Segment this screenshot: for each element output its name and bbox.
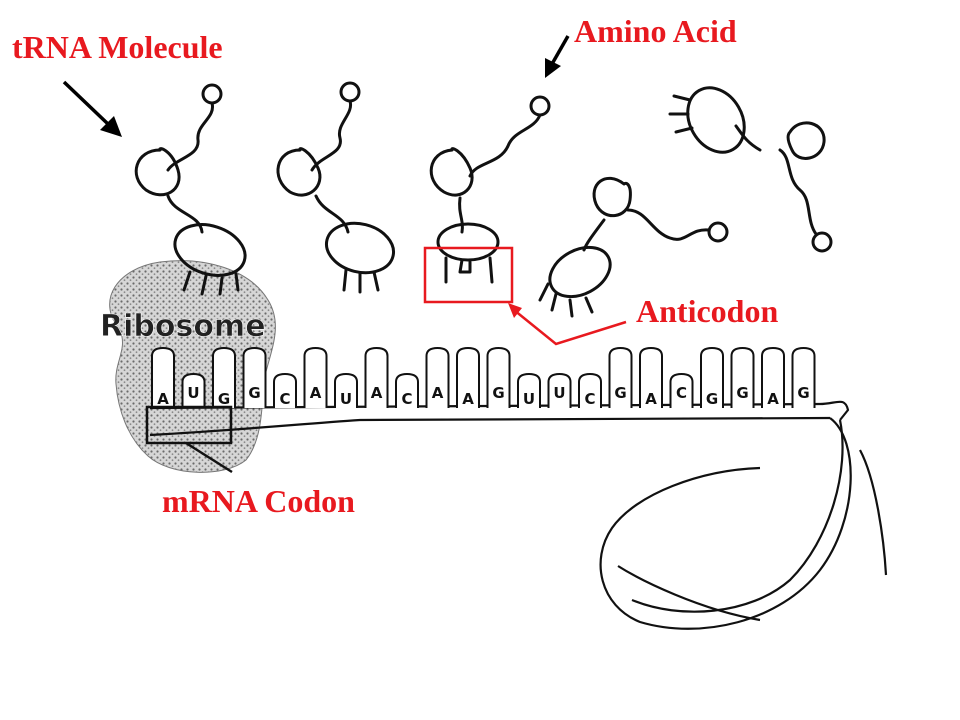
mrna-base-tooth: [700, 346, 724, 408]
mrna-base-tooth: [181, 372, 206, 408]
mrna-base-tooth: [578, 372, 602, 408]
mrna-base-letter: A: [371, 384, 383, 402]
mrna-base-tooth: [212, 346, 236, 408]
mrna-base-tooth: [639, 346, 663, 408]
mrna-base-letter: U: [523, 390, 535, 408]
mrna-base-tooth: [456, 346, 480, 408]
mrna-base-tooth: [608, 346, 633, 408]
mrna-base-letter: U: [187, 384, 199, 402]
mrna-codon-label: mRNA Codon: [162, 483, 355, 519]
trna-arrow: [62, 80, 122, 137]
mrna-base-letter: G: [706, 390, 718, 408]
red-annotations: [145, 246, 627, 474]
mrna-codon-highlight-box: [145, 405, 233, 445]
mrna-base-tooth: [669, 372, 694, 408]
mrna-codon-pointer: [185, 441, 233, 474]
mrna-base-letter: G: [797, 384, 809, 402]
ribosome-label: Ribosome: [100, 309, 266, 344]
mrna-base-tooth: [425, 346, 450, 408]
mrna-base-letter: G: [492, 384, 504, 402]
mrna-base-letter: A: [767, 390, 779, 408]
trna-molecules: [134, 81, 833, 318]
amino-acid-arrow: [545, 35, 570, 78]
mrna-base-tooth: [761, 346, 785, 408]
black-arrows: [62, 35, 570, 137]
mrna-base-letter: G: [248, 384, 260, 402]
mrna-base-tooth: [364, 346, 389, 408]
amino-acid-label: Amino Acid: [574, 13, 737, 49]
mrna-base-letter: G: [736, 384, 748, 402]
mrna-base-letter: G: [614, 384, 626, 402]
mrna-base-tooth: [242, 346, 267, 408]
mrna-base-tooth: [486, 346, 511, 408]
anticodon-highlight-box: [423, 246, 514, 304]
trna-5: [668, 86, 833, 253]
mrna-base-letter: A: [645, 390, 657, 408]
mrna-base-tooth: [791, 346, 816, 408]
mrna-base-tooth: [151, 346, 175, 408]
mrna-base-letter: U: [340, 390, 352, 408]
trna-3: [429, 95, 551, 284]
trna-label: tRNA Molecule: [12, 29, 223, 65]
mrna-base-letter: C: [401, 390, 412, 408]
mrna-base-letter: A: [310, 384, 322, 402]
mrna-base-tooth: [273, 372, 297, 408]
trna-2: [276, 81, 395, 294]
mrna-base-tooth: [303, 346, 328, 408]
mrna-base-tooth: [517, 372, 541, 408]
mrna-base-letter: C: [584, 390, 595, 408]
mrna-base-letter: A: [462, 390, 474, 408]
mrna-base-letter: A: [432, 384, 444, 402]
mrna-base-letter: A: [157, 390, 169, 408]
mrna-base-letter: C: [676, 384, 687, 402]
mrna-base-tooth: [730, 346, 755, 408]
trna-1: [134, 83, 247, 296]
trna-4: [538, 177, 729, 318]
mrna-base-letter: G: [218, 390, 230, 408]
mrna-base-tooth: [395, 372, 419, 408]
mrna-strand: [149, 400, 888, 630]
mrna-base-letter: C: [279, 390, 290, 408]
mrna-base-tooth: [547, 372, 572, 408]
anticodon-label: Anticodon: [636, 293, 778, 329]
mrna-base-letter: U: [553, 384, 565, 402]
anticodon-pointer: [513, 309, 627, 346]
mrna-base-tooth: [334, 372, 358, 408]
